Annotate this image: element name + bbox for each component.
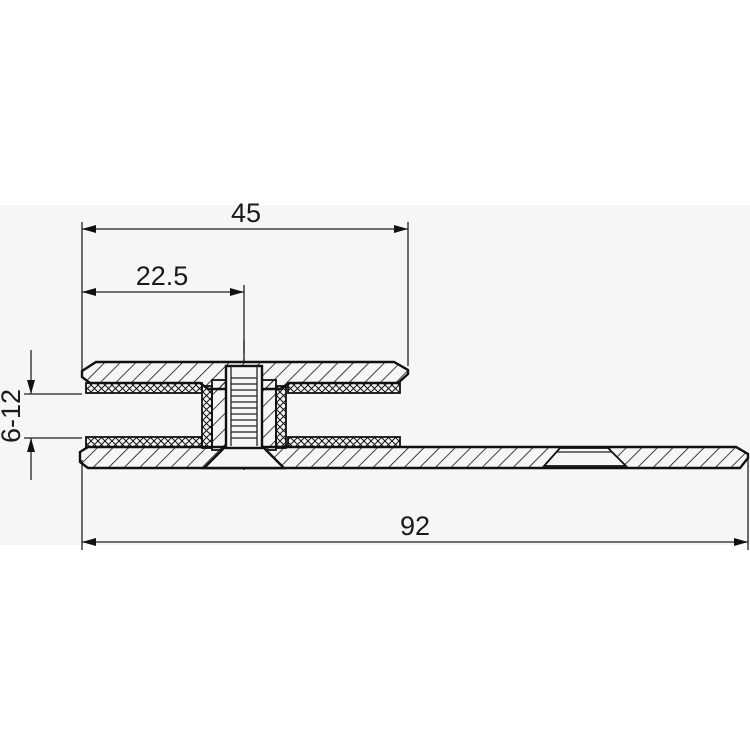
dimension-label-6-12: 6-12 [0,389,26,443]
dimension-label-22-5: 22.5 [136,261,189,291]
dimension-label-45: 45 [231,198,261,228]
dimension-label-92: 92 [400,511,430,541]
bottom-long-plate [78,445,750,470]
bottom-right-gasket [287,436,401,448]
dimension-6-12: 6-12 [0,350,35,480]
bottom-left-gasket [85,436,203,448]
dimension-22-5: 22.5 [82,261,244,296]
dimension-92: 92 [82,511,748,546]
threaded-bolt [224,364,264,450]
top-left-gasket [85,382,203,394]
dimension-45: 45 [82,198,408,233]
top-right-gasket [287,382,401,394]
spacer-sleeve [201,379,287,451]
